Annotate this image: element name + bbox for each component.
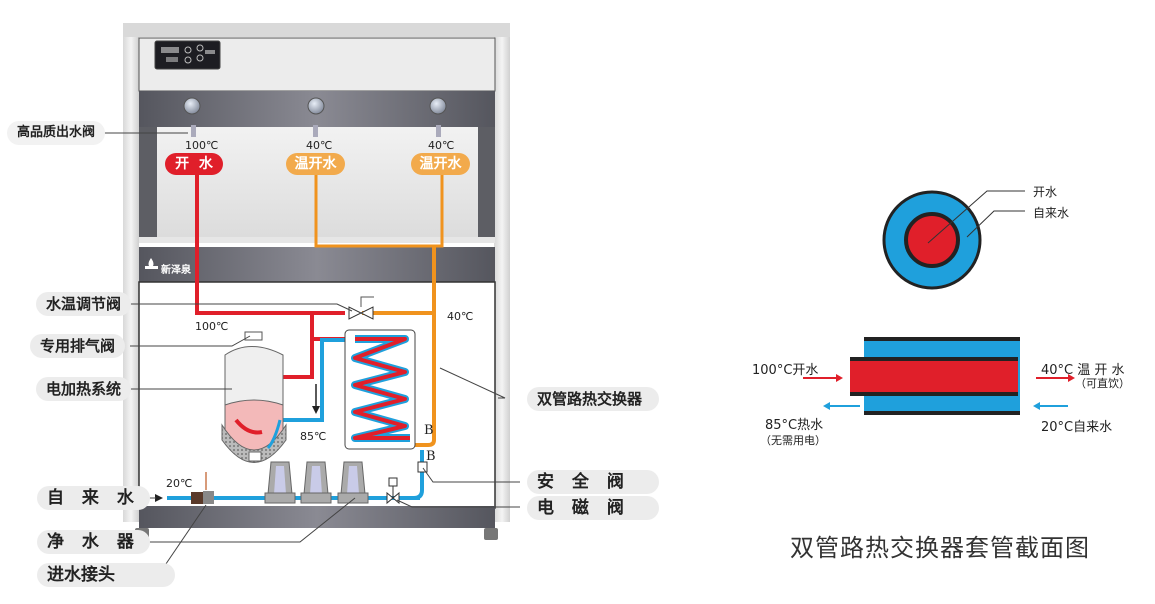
faucet-icon: [191, 125, 196, 137]
outlet-temp-boiling: 100℃: [185, 139, 219, 152]
cabinet-left-side: [123, 37, 139, 522]
solenoid-valve-icon[interactable]: [386, 477, 400, 505]
brand-name: 新泽泉: [161, 265, 191, 276]
foot-right: [484, 528, 498, 540]
valve-marker-b2: B: [426, 449, 436, 464]
purifier-cartridge: [300, 461, 332, 504]
flow-label-out-warm: 40°C 温 开 水: [1041, 363, 1125, 378]
inlet-joint-icon: [191, 472, 214, 504]
pipe-temp-inlet: 20℃: [166, 477, 193, 490]
knob-3[interactable]: [429, 97, 447, 115]
outlet-temp-warm-1: 40℃: [306, 139, 333, 152]
pipe-boiling: [195, 168, 345, 315]
valve-marker-b1: B: [424, 423, 434, 438]
flow-note-out-hot: （无需用电）: [760, 434, 826, 447]
cross-section-title: 双管路热交换器套管截面图: [790, 534, 1090, 562]
knob-2[interactable]: [307, 97, 325, 115]
heat-exchanger-coil: [344, 329, 416, 450]
safety-valve-icon[interactable]: [417, 461, 428, 473]
inlet-arrow-icon: [155, 494, 163, 502]
knob-1[interactable]: [183, 97, 201, 115]
pipe-temp-boiling: 100℃: [195, 320, 229, 333]
leader-lines: [103, 132, 520, 581]
tag-warm-1: 温开水: [286, 153, 345, 175]
ring-label-boiling: 开水: [1033, 185, 1058, 199]
cabinet-base: [139, 506, 495, 528]
cabinet-top-lip: [123, 23, 510, 37]
electric-heater-tank: [221, 346, 287, 463]
flow-note-out-warm: （可直饮）: [1075, 377, 1130, 390]
callout-purifier: 净 水 器: [37, 530, 150, 554]
vent-valve-icon[interactable]: [244, 331, 263, 341]
purifier-cartridge: [264, 461, 296, 504]
temp-regulating-valve-icon[interactable]: [348, 296, 374, 320]
tag-boiling: 开 水: [165, 153, 223, 175]
tag-warm-2: 温开水: [411, 153, 470, 175]
flow-label-out-hot: 85°C热水: [765, 418, 824, 433]
pipe-temp-warm: 40℃: [447, 310, 474, 323]
callout-heater: 电加热系统: [36, 377, 132, 401]
callout-outlet-valve: 高品质出水阀: [7, 121, 106, 145]
faucet-icon: [313, 125, 318, 137]
cabinet-right-side: [494, 37, 510, 522]
flow-label-in-boiling: 100°C开水: [752, 363, 819, 378]
callout-temp-valve: 水温调节阀: [36, 292, 132, 316]
callout-tap-water: 自 来 水: [37, 486, 150, 510]
callout-inlet-joint: 进水接头: [37, 563, 175, 587]
control-panel-display[interactable]: [154, 40, 221, 70]
purifier-cartridge: [337, 461, 369, 504]
faucet-icon: [436, 125, 441, 137]
callout-solenoid-valve: 电 磁 阀: [527, 496, 659, 520]
ring-label-tap: 自来水: [1033, 206, 1070, 220]
flow-label-in-tap: 20°C自来水: [1041, 420, 1113, 435]
callout-vent-valve: 专用排气阀: [30, 334, 126, 358]
pipe-temp-preheated: 85℃: [300, 430, 327, 443]
callout-heat-exchanger: 双管路热交换器: [527, 387, 659, 411]
pipe-warm: [314, 168, 444, 248]
callout-safety-valve: 安 全 阀: [527, 470, 659, 494]
logo-band: [139, 247, 495, 282]
water-drop-logo-icon: [145, 258, 158, 269]
outlet-temp-warm-2: 40℃: [428, 139, 455, 152]
